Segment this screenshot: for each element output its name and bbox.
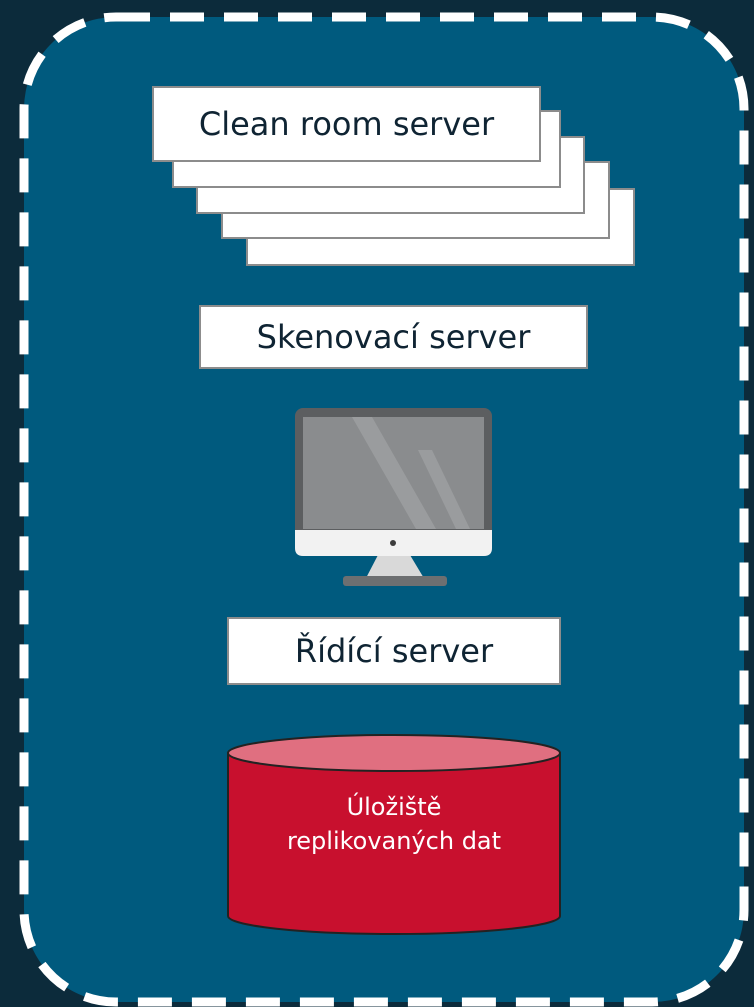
database-cylinder-icon — [227, 734, 561, 935]
control-server-label: Řídící server — [227, 617, 561, 685]
storage-label-line-2: replikovaných dat — [286, 827, 502, 855]
storage-label: Úložiště replikovaných dat — [228, 790, 560, 858]
storage-label-line-1: Úložiště — [346, 793, 442, 821]
monitor-icon — [295, 408, 492, 586]
clean-room-server-label: Clean room server — [152, 86, 541, 162]
scan-server-label: Skenovací server — [199, 305, 588, 369]
